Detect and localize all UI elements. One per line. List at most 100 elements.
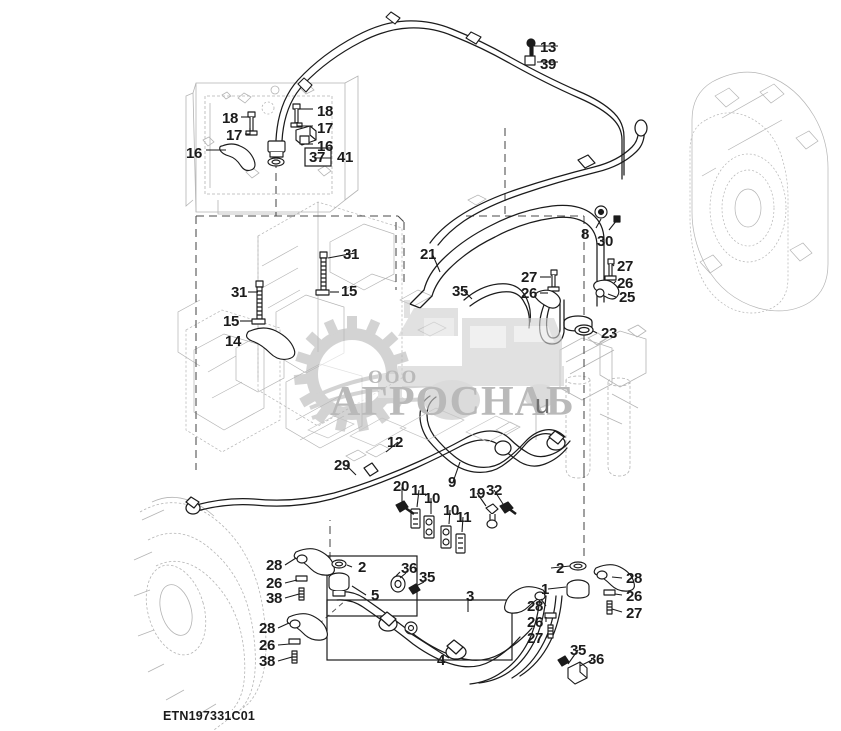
washer-26-upper-left — [295, 575, 308, 582]
callout-15-right: 15 — [341, 283, 358, 300]
callout-27-right-mid: 27 — [617, 258, 634, 275]
fitting-5 — [328, 572, 350, 597]
elbow-16-left — [219, 143, 256, 172]
callout-35-top: 35 — [452, 283, 469, 300]
detail-frame-lower — [326, 599, 513, 661]
ghost-filter-assembly — [535, 324, 647, 479]
callout-18-left: 18 — [222, 110, 239, 127]
washer-39 — [524, 55, 536, 66]
callout-30: 30 — [597, 233, 614, 250]
detail-frame-callout-37 — [304, 147, 332, 167]
hose-9-run — [419, 395, 566, 473]
callout-38-lower-left: 38 — [259, 653, 276, 670]
bolt-35-left — [408, 583, 421, 595]
fastener-30 — [613, 215, 621, 223]
combine-harvester-icon — [378, 300, 564, 420]
hose-sleeve-joints — [297, 11, 482, 93]
assembly-boundary-lines — [195, 128, 585, 560]
ghost-transmission-housing — [689, 71, 829, 314]
bolt-27-left-mid — [550, 269, 558, 288]
callout-10-a: 10 — [424, 490, 441, 507]
callout-38-upper-left: 38 — [266, 590, 283, 607]
ghost-tire-assembly — [133, 496, 267, 731]
tube-35-upper — [463, 283, 531, 329]
bolt-32 — [499, 501, 517, 515]
clamp-left-mid — [534, 289, 561, 309]
callout-10-b: 10 — [443, 502, 460, 519]
callout-11-a: 11 — [411, 482, 427, 499]
document-code: ETN197331C01 — [163, 709, 256, 723]
callout-2-right: 2 — [556, 560, 565, 577]
washer-26-left-mid — [547, 286, 560, 292]
elbow-28-lower-right-b — [593, 564, 635, 592]
hose-3-lower — [335, 591, 533, 668]
clip-19 — [485, 503, 499, 529]
clamp-10-a — [423, 515, 435, 539]
elbow-16-right — [295, 125, 317, 146]
callout-2-left: 2 — [358, 559, 367, 576]
callout-16-left: 16 — [186, 145, 203, 162]
bolt-8 — [594, 205, 608, 219]
callout-28-lower-right-a: 28 — [527, 598, 544, 615]
oring-4 — [404, 621, 418, 635]
bolt-31-left — [255, 280, 264, 320]
bolt-18-left — [247, 111, 256, 132]
washer-26-lower-right-b — [603, 589, 616, 596]
washer-26-lower-left — [288, 638, 301, 645]
callout-27-lower-right-a: 27 — [527, 630, 544, 647]
hose-lower-right-pair — [469, 595, 563, 685]
callout-4: 4 — [437, 652, 446, 669]
watermark-stray-glyph: u — [535, 389, 551, 419]
callout-35-bottom: 35 — [570, 642, 587, 659]
callout-25: 25 — [619, 289, 636, 306]
callout-26-upper-left: 26 — [266, 575, 283, 592]
washer-15-left — [251, 318, 266, 325]
hose-29-long-run — [185, 430, 571, 515]
oring-2-right — [569, 561, 587, 571]
callout-12: 12 — [387, 434, 404, 451]
elbow-28-lower-right-a — [504, 586, 546, 614]
callout-11-b: 11 — [456, 509, 472, 526]
clamp-10-b — [440, 525, 452, 549]
callout-13: 13 — [540, 39, 557, 56]
callout-20: 20 — [393, 478, 410, 495]
bolt-27-right-mid — [607, 258, 615, 277]
fitting-37-tank-port — [267, 140, 286, 167]
bolt-38-lower-left — [291, 650, 298, 664]
callout-28-lower-left: 28 — [259, 620, 276, 637]
callout-27-lower-right-b: 27 — [626, 605, 643, 622]
callout-35-left: 35 — [419, 569, 436, 586]
callout-19: 19 — [469, 485, 486, 502]
callout-15-left: 15 — [223, 313, 240, 330]
washer-15-right — [315, 289, 330, 296]
callout-26-left-mid: 26 — [521, 285, 538, 302]
callout-28-upper-left: 28 — [266, 557, 283, 574]
callout-36-bottom: 36 — [588, 651, 605, 668]
callout-41: 41 — [337, 149, 354, 166]
ghost-machine-context — [133, 71, 829, 731]
bracket-14 — [245, 327, 296, 360]
hose-13-top-run — [275, 20, 625, 180]
elbow-28-upper-left — [293, 548, 335, 576]
clamp-25 — [593, 279, 620, 300]
oring-2-left — [331, 559, 347, 569]
fittings-and-hardware — [219, 38, 635, 685]
bolt-20 — [395, 500, 415, 516]
callout-39: 39 — [540, 56, 557, 73]
callout-26-lower-right-a: 26 — [527, 614, 544, 631]
callout-26-right-mid: 26 — [617, 275, 634, 292]
callout-29: 29 — [334, 457, 351, 474]
callout-27-left-mid: 27 — [521, 269, 538, 286]
callout-37: 37 — [309, 149, 326, 166]
bolt-27-lower-right-a — [547, 624, 554, 639]
callout-36-left: 36 — [401, 560, 418, 577]
watermark-company-prefix: ООО — [368, 367, 419, 388]
ghost-lower-hatching — [307, 407, 519, 447]
callout-32: 32 — [486, 482, 503, 499]
bolt-13 — [526, 38, 536, 56]
callout-26-lower-right-b: 26 — [626, 588, 643, 605]
bolt-18-right — [292, 103, 301, 124]
exploded-leader-lines — [311, 565, 347, 631]
